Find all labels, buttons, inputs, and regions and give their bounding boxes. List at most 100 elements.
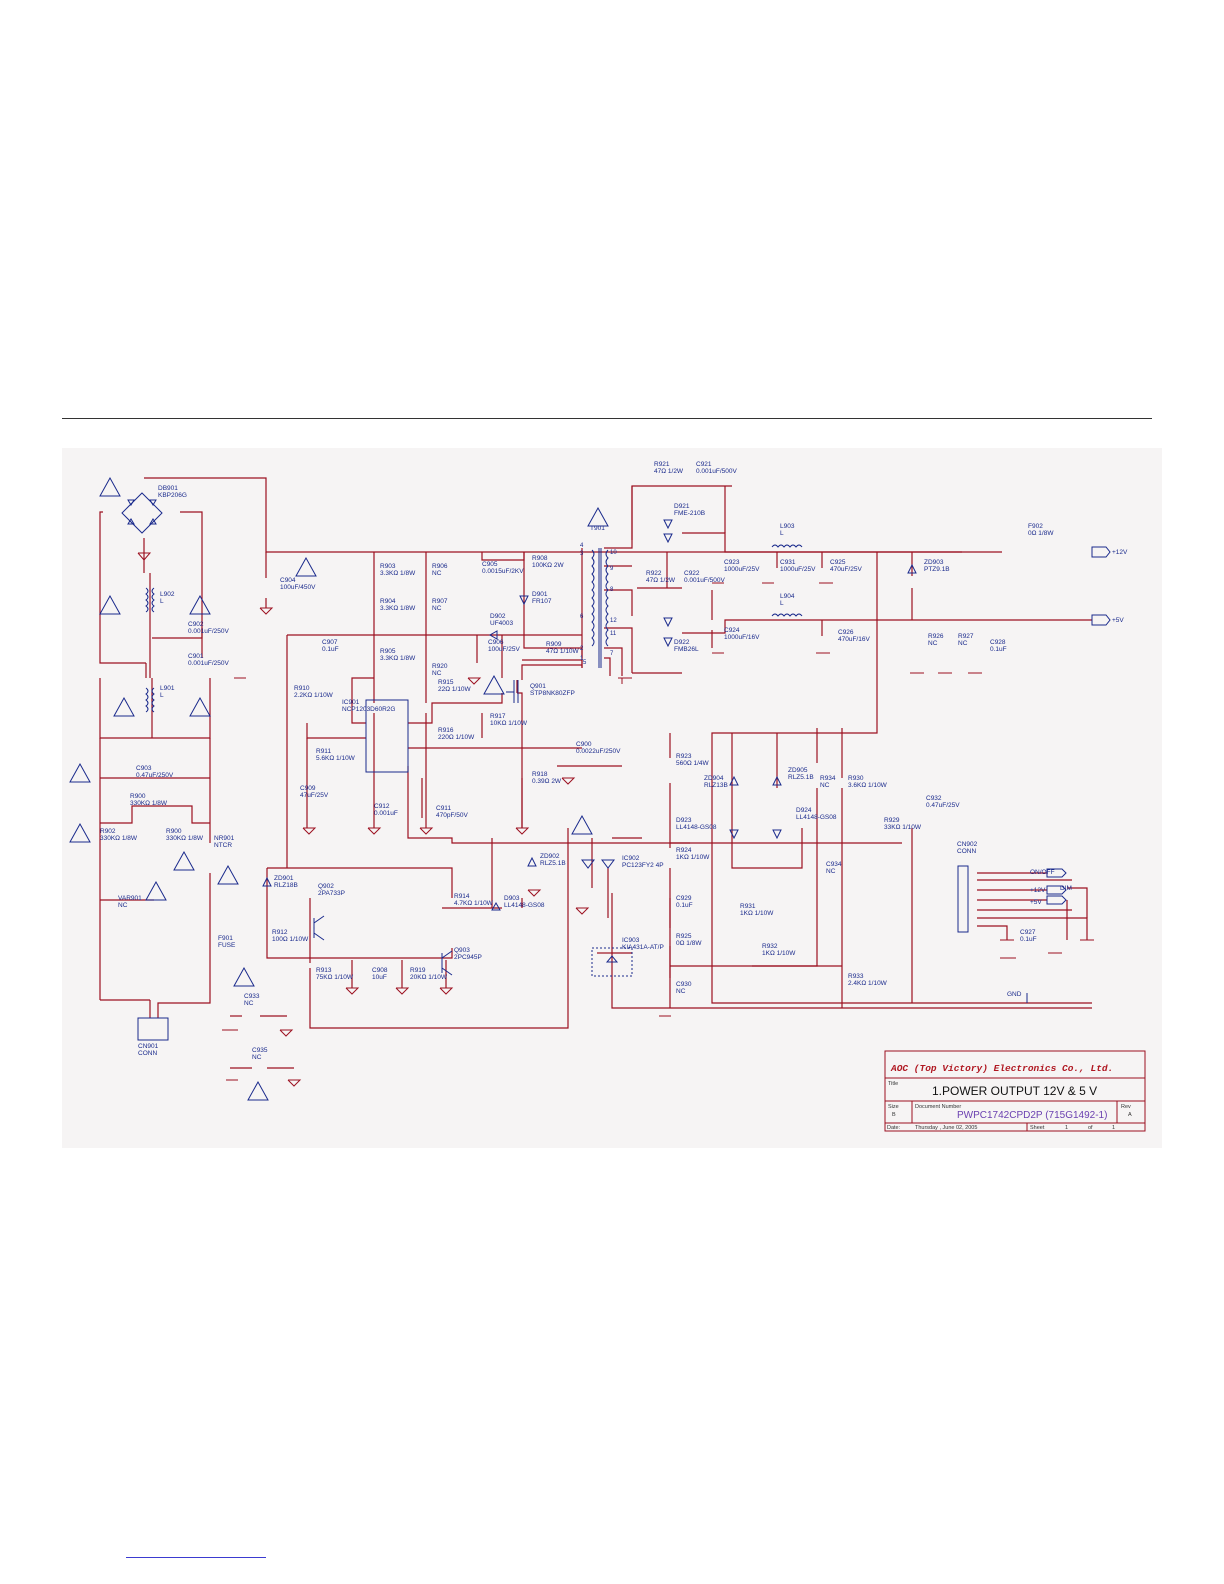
- value-c905: 0.0015uF/2KV: [482, 568, 524, 575]
- value-r900b: 330KΩ 1/8W: [166, 835, 204, 842]
- title-block-rev-caption: Rev: [1121, 1104, 1131, 1110]
- title-block-sheets: 1: [1112, 1125, 1115, 1131]
- value-ic901: NCP1203D60R2G: [342, 706, 395, 713]
- refdes-r917: R917: [490, 713, 506, 720]
- ic901-pwm-controller: [365, 699, 409, 773]
- refdes-c922: C922: [684, 570, 700, 577]
- value-q901: STP8NK80ZFP: [530, 690, 575, 697]
- refdes-f901: F901: [218, 935, 233, 942]
- transistors-q902-q903: [313, 915, 453, 976]
- connector-cn901: [137, 1017, 169, 1041]
- refdes-l901: L901: [160, 685, 175, 692]
- title-block-size: B: [892, 1112, 896, 1118]
- refdes-zd903: ZD903: [924, 559, 944, 566]
- value-l902: L: [160, 598, 164, 605]
- value-r922: 47Ω 1/2W: [646, 577, 676, 584]
- refdes-r906: R906: [432, 563, 448, 570]
- value-r909: 47Ω 1/10W: [546, 648, 580, 655]
- net-label-gnd: GND: [1007, 991, 1022, 998]
- svg-text:1: 1: [580, 656, 584, 662]
- refdes-r911: R911: [316, 748, 331, 755]
- refdes-c929: C929: [676, 895, 692, 902]
- value-c933: NC: [244, 1000, 254, 1007]
- refdes-r924: R924: [676, 847, 692, 854]
- refdes-q901: Q901: [530, 683, 546, 690]
- refdes-d922: D922: [674, 639, 690, 646]
- refdes-q903: Q903: [454, 947, 470, 954]
- refdes-f902: F902: [1028, 523, 1043, 530]
- value-r914: 4.7KΩ 1/10W: [454, 900, 494, 907]
- net-label-cn-12v: +12V: [1030, 887, 1046, 894]
- value-r925: 0Ω 1/8W: [676, 940, 702, 947]
- footer-link-underline[interactable]: [126, 1557, 266, 1558]
- value-c911: 470pF/50V: [436, 812, 468, 819]
- value-q902: 2PA733P: [318, 890, 345, 897]
- refdes-zd902: ZD902: [540, 853, 560, 860]
- title-block-sheet-caption: Sheet: [1030, 1125, 1045, 1131]
- refdes-cn902: CN902: [957, 841, 978, 848]
- svg-text:9: 9: [610, 566, 614, 572]
- value-f901: FUSE: [218, 942, 236, 949]
- value-r924: 1KΩ 1/10W: [676, 854, 710, 861]
- refdes-r932: R932: [762, 943, 778, 950]
- title-block-date: Thursday , June 02, 2005: [915, 1125, 977, 1131]
- svg-text:7: 7: [610, 651, 614, 657]
- value-l904: L: [780, 600, 784, 607]
- refdes-l902: L902: [160, 591, 175, 598]
- value-r905: 3.3KΩ 1/8W: [380, 655, 416, 662]
- refdes-c933: C933: [244, 993, 260, 1000]
- refdes-c935: C935: [252, 1047, 268, 1054]
- svg-text:3: 3: [580, 551, 584, 557]
- value-r907: NC: [432, 605, 442, 612]
- refdes-c921: C921: [696, 461, 712, 468]
- net-label-on-off: ON/OFF: [1030, 869, 1055, 876]
- value-cn902: CONN: [957, 848, 976, 855]
- net-label-dim: DIM: [1060, 885, 1072, 892]
- refdes-cn901: CN901: [138, 1043, 159, 1050]
- output-arrows: [1026, 546, 1111, 1003]
- refdes-d902: D902: [490, 613, 506, 620]
- svg-text:5: 5: [583, 660, 587, 666]
- value-r929: 33KΩ 1/10W: [884, 824, 922, 831]
- title-block-company: AOC (Top Victory) Electronics Co., Ltd.: [890, 1063, 1113, 1074]
- refdes-zd904: ZD904: [704, 775, 724, 782]
- title-block-title: 1.POWER OUTPUT 12V & 5 V: [932, 1084, 1097, 1098]
- page-top-rule: [62, 418, 1152, 419]
- value-var901: NC: [118, 902, 128, 909]
- title-block-title-caption: Title: [888, 1081, 898, 1087]
- refdes-r903: R903: [380, 563, 396, 570]
- value-c908: 10uF: [372, 974, 387, 981]
- refdes-r912: R912: [272, 929, 288, 936]
- refdes-t901: T901: [590, 525, 605, 532]
- refdes-r920: R920: [432, 663, 448, 670]
- refdes-c931: C931: [780, 559, 796, 566]
- refdes-r926: R926: [928, 633, 944, 640]
- value-c932: 0.47uF/25V: [926, 802, 960, 809]
- refdes-c934: C934: [826, 861, 842, 868]
- value-c930: NC: [676, 988, 686, 995]
- refdes-c925: C925: [830, 559, 846, 566]
- refdes-c924: C924: [724, 627, 740, 634]
- refdes-r900b: R900: [166, 828, 182, 835]
- value-d901: FR107: [532, 598, 552, 605]
- title-block-size-caption: Size: [888, 1104, 899, 1110]
- refdes-r923: R923: [676, 753, 692, 760]
- value-d924: LL4148-GS08: [796, 814, 837, 821]
- value-c931: 1000uF/25V: [780, 566, 816, 573]
- refdes-c930: C930: [676, 981, 692, 988]
- ground-symbols: [137, 552, 1094, 1087]
- refdes-r931: R931: [740, 903, 756, 910]
- transformer-t901: [591, 548, 609, 668]
- value-c902: 0.001uF/250V: [188, 628, 230, 635]
- net-label-5v: +5V: [1112, 617, 1124, 624]
- value-c903: 0.47uF/250V: [136, 772, 174, 779]
- refdes-r921: R921: [654, 461, 670, 468]
- value-r930: 3.6KΩ 1/10W: [848, 782, 888, 789]
- refdes-zd901: ZD901: [274, 875, 294, 882]
- refdes-d924: D924: [796, 807, 812, 814]
- title-block-of-caption: of: [1088, 1125, 1093, 1131]
- title-block-docnum-caption: Document Number: [915, 1104, 961, 1110]
- value-r903: 3.3KΩ 1/8W: [380, 570, 416, 577]
- refdes-c900: C900: [576, 741, 592, 748]
- refdes-r913: R913: [316, 967, 332, 974]
